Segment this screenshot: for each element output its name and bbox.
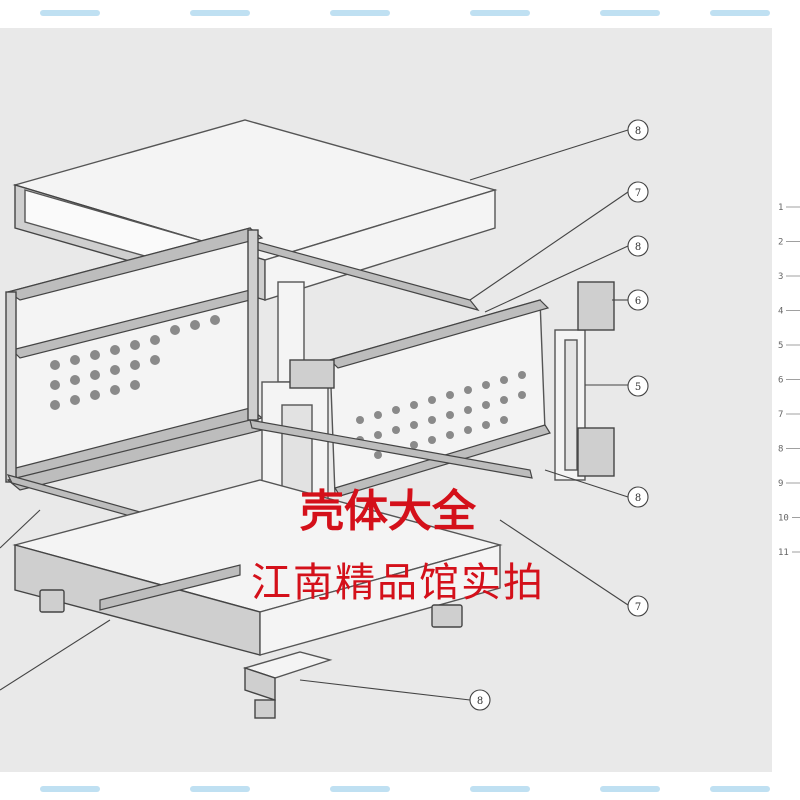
legend-number: 5 xyxy=(778,341,783,351)
bottom-dash-border xyxy=(40,786,770,792)
legend-number: 2 xyxy=(778,238,783,248)
legend-item: 6 xyxy=(778,376,800,386)
svg-text:5: 5 xyxy=(635,382,641,393)
legend-number: 9 xyxy=(778,479,783,489)
legend-item: 4 xyxy=(778,307,800,317)
legend-item: 10 xyxy=(778,514,800,524)
legend-number: 8 xyxy=(778,445,783,455)
caption-title: 壳体大全 xyxy=(300,486,477,537)
side-handle xyxy=(554,281,615,481)
legend-item: 8 xyxy=(778,445,800,455)
callout-3: 8 xyxy=(627,235,649,257)
callout-7: 7 xyxy=(627,595,649,617)
foot xyxy=(242,651,333,719)
legend-number: 1 xyxy=(778,203,783,213)
svg-text:8: 8 xyxy=(635,242,641,253)
legend-item: 5 xyxy=(778,341,800,351)
svg-text:8: 8 xyxy=(635,126,641,137)
legend-number: 6 xyxy=(778,376,783,386)
callout-5: 5 xyxy=(627,375,649,397)
legend-item: 1 xyxy=(778,203,800,213)
caption-subtitle: 江南精品馆实拍 xyxy=(251,560,545,606)
main-frame xyxy=(5,227,480,483)
svg-text:8: 8 xyxy=(635,493,641,504)
callout-6: 8 xyxy=(627,486,649,508)
svg-text:6: 6 xyxy=(635,296,641,307)
legend-item: 2 xyxy=(778,238,800,248)
legend-number: 3 xyxy=(778,272,783,282)
legend-number: 11 xyxy=(778,548,789,558)
svg-text:7: 7 xyxy=(635,188,641,199)
callout-2: 7 xyxy=(627,181,649,203)
callouts: 8 7 8 6 5 8 7 8 xyxy=(469,119,649,711)
svg-text:8: 8 xyxy=(477,696,483,707)
legend-number: 7 xyxy=(778,410,783,420)
legend-item: 9 xyxy=(778,479,800,489)
callout-4: 6 xyxy=(627,289,649,311)
top-dash-border xyxy=(40,10,770,16)
legend-number: 10 xyxy=(778,514,789,524)
svg-text:7: 7 xyxy=(635,602,641,613)
legend-item: 11 xyxy=(778,548,800,558)
parts-legend: 1 2 3 4 5 6 7 8 9 10 11 xyxy=(778,203,800,558)
callout-8: 8 xyxy=(469,689,491,711)
legend-item: 3 xyxy=(778,272,800,282)
bottom-base xyxy=(12,479,503,656)
legend-item: 7 xyxy=(778,410,800,420)
left-perforations xyxy=(50,315,220,410)
callout-1: 8 xyxy=(627,119,649,141)
leader-lines xyxy=(0,129,629,701)
legend-number: 4 xyxy=(778,307,783,317)
